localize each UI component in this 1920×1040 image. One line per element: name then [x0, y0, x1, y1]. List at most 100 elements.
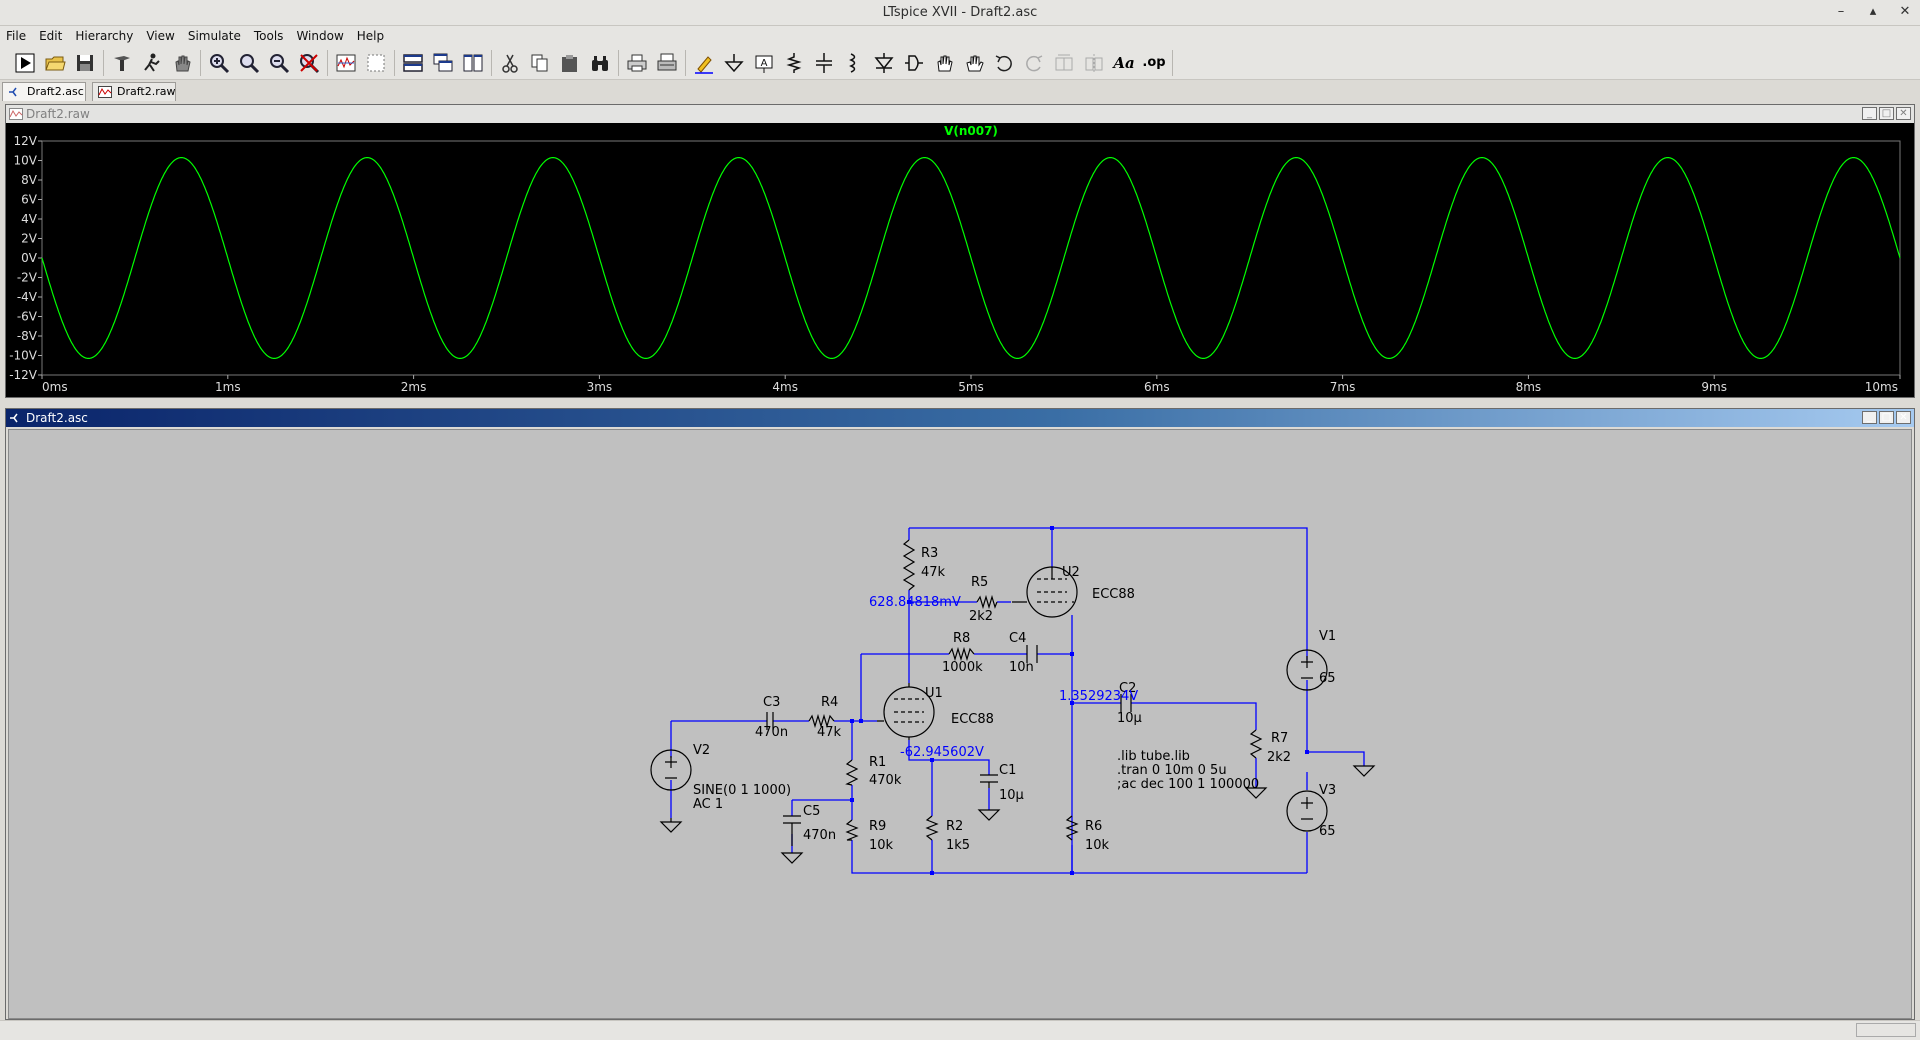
resistor-r4-symbol[interactable] — [808, 713, 835, 729]
mirror-icon[interactable] — [1079, 49, 1109, 77]
print-icon[interactable] — [622, 49, 652, 77]
u1-name[interactable]: U1 — [925, 686, 943, 701]
r5-name[interactable]: R5 — [971, 575, 988, 590]
capacitor-c1-symbol[interactable] — [980, 774, 998, 788]
node-voltage-1[interactable]: 628.84818mV — [869, 595, 961, 610]
mdi-maximize-button[interactable]: □ — [1879, 411, 1894, 424]
resistor-r6-symbol[interactable] — [1065, 815, 1079, 841]
v1-name[interactable]: V1 — [1319, 629, 1336, 644]
tab-draft2-asc[interactable]: Draft2.asc — [2, 82, 86, 101]
menu-view[interactable]: View — [146, 29, 175, 43]
halt-icon[interactable] — [137, 49, 167, 77]
c4-name[interactable]: C4 — [1009, 631, 1026, 646]
tile-vertical-icon[interactable] — [458, 49, 488, 77]
tab-draft2-raw[interactable]: Draft2.raw — [92, 82, 176, 101]
redo-icon[interactable] — [1019, 49, 1049, 77]
text-icon[interactable]: Aa — [1109, 49, 1139, 77]
find-icon[interactable] — [585, 49, 615, 77]
u1-value[interactable]: ECC88 — [951, 712, 994, 727]
schematic-drawing[interactable]: R3 47k R5 2k2 U2 ECC88 R8 1000k C4 10n V… — [9, 430, 1911, 1018]
c2-name[interactable]: C2 — [1119, 681, 1136, 696]
ground-icon[interactable] — [719, 49, 749, 77]
r7-name[interactable]: R7 — [1271, 731, 1288, 746]
ground-c5-symbol[interactable] — [780, 852, 804, 864]
tube-u2-symbol[interactable] — [1012, 566, 1078, 618]
open-icon[interactable] — [40, 49, 70, 77]
capacitor-c3-symbol[interactable] — [766, 712, 774, 730]
close-button[interactable]: ✕ — [1899, 4, 1911, 19]
wires[interactable] — [670, 527, 1365, 874]
v3-name[interactable]: V3 — [1319, 783, 1336, 798]
ground-v2-symbol[interactable] — [659, 818, 683, 833]
autorange-icon[interactable] — [331, 49, 361, 77]
paste-icon[interactable] — [555, 49, 585, 77]
ground-r7-symbol[interactable] — [1244, 787, 1268, 799]
draw-wire-icon[interactable] — [689, 49, 719, 77]
rotate-icon[interactable] — [1049, 49, 1079, 77]
ground-c1-symbol[interactable] — [977, 809, 1001, 821]
inductor-icon[interactable] — [839, 49, 869, 77]
undo-icon[interactable] — [989, 49, 1019, 77]
v1-value[interactable]: 65 — [1319, 671, 1336, 686]
waveform-plot[interactable]: V(n007) 12V10V8V6V4V2V0V-2V-4V-6V-8V-10V… — [6, 123, 1914, 397]
spice-directive-icon[interactable]: .op — [1139, 49, 1169, 77]
zoom-in-icon[interactable] — [204, 49, 234, 77]
mdi-minimize-button[interactable]: _ — [1862, 107, 1877, 120]
copy-icon[interactable] — [525, 49, 555, 77]
voltage-source-v3-symbol[interactable] — [1286, 790, 1328, 832]
mdi-maximize-button[interactable]: □ — [1879, 107, 1894, 120]
tube-u1-symbol[interactable] — [877, 683, 935, 740]
c3-value[interactable]: 470n — [755, 725, 788, 740]
capacitor-c4-symbol[interactable] — [1026, 645, 1038, 663]
c4-value[interactable]: 10n — [1009, 660, 1034, 675]
tile-horizontal-icon[interactable] — [398, 49, 428, 77]
r8-name[interactable]: R8 — [953, 631, 970, 646]
c3-name[interactable]: C3 — [763, 695, 780, 710]
resistor-r2-symbol[interactable] — [925, 815, 939, 841]
menu-simulate[interactable]: Simulate — [187, 29, 241, 43]
voltage-source-v2-symbol[interactable] — [650, 749, 692, 791]
directive-lib[interactable]: .lib tube.lib — [1117, 749, 1190, 764]
hand-icon[interactable] — [167, 49, 197, 77]
spice-directives[interactable]: .lib tube.lib .tran 0 10m 0 5u ;ac dec 1… — [1117, 749, 1259, 792]
control-panel-icon[interactable] — [107, 49, 137, 77]
r4-value[interactable]: 47k — [817, 725, 842, 740]
print-setup-icon[interactable] — [652, 49, 682, 77]
resistor-r7-symbol[interactable] — [1249, 729, 1263, 759]
capacitor-icon[interactable] — [809, 49, 839, 77]
menu-hierarchy[interactable]: Hierarchy — [75, 29, 134, 43]
c1-name[interactable]: C1 — [999, 763, 1016, 778]
r2-name[interactable]: R2 — [946, 819, 963, 834]
resistor-r5-symbol[interactable] — [976, 594, 998, 610]
node-voltage-3[interactable]: 1.3529234V — [1059, 689, 1138, 704]
drag-icon[interactable] — [959, 49, 989, 77]
r3-name[interactable]: R3 — [921, 546, 938, 561]
r9-value[interactable]: 10k — [869, 838, 894, 853]
r1-value[interactable]: 470k — [869, 773, 902, 788]
r7-value[interactable]: 2k2 — [1267, 750, 1291, 765]
capacitor-c5-symbol[interactable] — [783, 815, 801, 846]
minimize-button[interactable]: – — [1837, 4, 1845, 19]
resistor-r3-symbol[interactable] — [902, 539, 916, 591]
mdi-close-button[interactable]: ✕ — [1896, 411, 1911, 424]
r3-value[interactable]: 47k — [921, 565, 946, 580]
resistor-r9-symbol[interactable] — [845, 819, 859, 841]
directive-tran[interactable]: .tran 0 10m 0 5u — [1117, 763, 1227, 778]
menu-help[interactable]: Help — [356, 29, 385, 43]
v2-ac-value[interactable]: AC 1 — [693, 797, 723, 812]
r6-value[interactable]: 10k — [1085, 838, 1110, 853]
node-voltage-2[interactable]: -62.945602V — [900, 745, 984, 760]
zoom-cancel-icon[interactable] — [294, 49, 324, 77]
ground-main-symbol[interactable] — [1352, 765, 1376, 777]
menu-edit[interactable]: Edit — [39, 29, 63, 43]
resistor-r1-symbol[interactable] — [845, 759, 859, 786]
zoom-out-icon[interactable] — [264, 49, 294, 77]
c1-value[interactable]: 10µ — [999, 788, 1024, 803]
r8-value[interactable]: 1000k — [942, 660, 983, 675]
voltage-source-v1-symbol[interactable] — [1286, 649, 1328, 691]
menu-tools[interactable]: Tools — [253, 29, 284, 43]
v2-value[interactable]: SINE(0 1 1000) — [693, 783, 791, 798]
r2-value[interactable]: 1k5 — [946, 838, 970, 853]
run-icon[interactable] — [10, 49, 40, 77]
directive-ac[interactable]: ;ac dec 100 1 100000 — [1117, 777, 1259, 792]
